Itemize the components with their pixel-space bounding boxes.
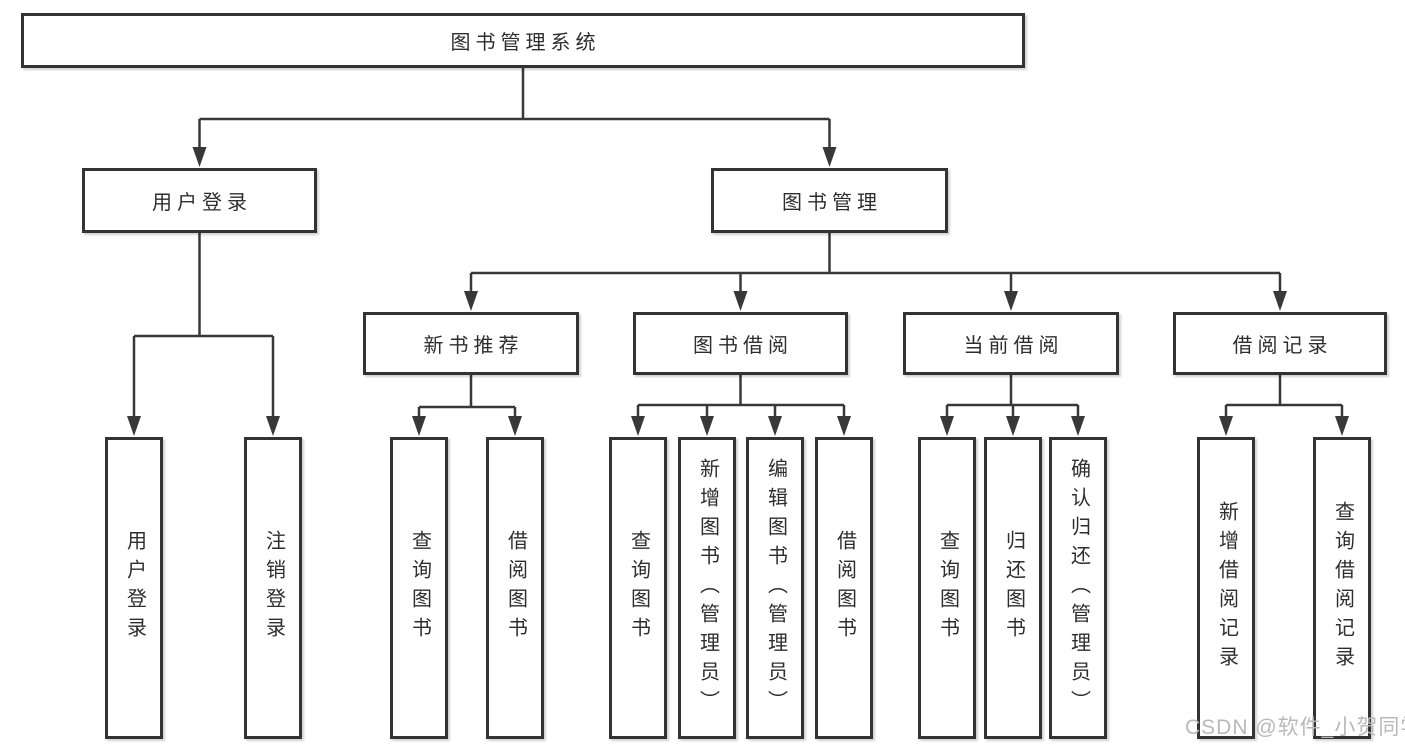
leaf-query-books-current: 查询图书 bbox=[918, 437, 976, 739]
node-book-management: 图书管理 bbox=[711, 168, 948, 233]
node-library-management-system: 图书管理系统 bbox=[21, 13, 1025, 68]
leaf-borrow-books: 借阅图书 bbox=[815, 437, 873, 739]
leaf-add-borrow-record: 新增借阅记录 bbox=[1197, 437, 1255, 739]
node-label: 用户登录 bbox=[152, 192, 252, 214]
csdn-watermark: CSDN @软件_小贺同学 bbox=[1185, 716, 1405, 739]
leaf-query-borrow-record: 查询借阅记录 bbox=[1313, 437, 1371, 739]
leaf-query-books-recommend: 查询图书 bbox=[390, 437, 448, 739]
node-current-borrowing: 当前借阅 bbox=[903, 312, 1119, 375]
node-label: 编辑图书（管理员） bbox=[764, 457, 787, 719]
node-book-borrowing: 图书借阅 bbox=[633, 312, 848, 375]
node-user-login: 用户登录 bbox=[82, 168, 317, 233]
node-label: 图书管理系统 bbox=[450, 32, 601, 54]
node-label: 查询图书 bbox=[627, 530, 650, 646]
node-label: 新增借阅记录 bbox=[1215, 501, 1238, 675]
node-label: 归还图书 bbox=[1002, 530, 1025, 646]
node-label: 图书借阅 bbox=[693, 335, 793, 357]
leaf-edit-books-admin: 编辑图书（管理员） bbox=[746, 437, 804, 739]
node-label: 新增图书（管理员） bbox=[696, 457, 719, 719]
leaf-query-books-borrow: 查询图书 bbox=[609, 437, 667, 739]
node-label: 查询图书 bbox=[408, 530, 431, 646]
leaf-add-books-admin: 新增图书（管理员） bbox=[678, 437, 736, 739]
node-label: 注销登录 bbox=[262, 530, 285, 646]
node-label: 确认归还（管理员） bbox=[1067, 457, 1090, 719]
leaf-confirm-return-admin: 确认归还（管理员） bbox=[1049, 437, 1107, 739]
leaf-logout-login: 注销登录 bbox=[244, 437, 302, 739]
node-label: 当前借阅 bbox=[963, 335, 1064, 357]
node-label: 新书推荐 bbox=[423, 335, 524, 357]
node-label: 借阅记录 bbox=[1232, 335, 1333, 357]
leaf-borrow-books-recommend: 借阅图书 bbox=[486, 437, 544, 739]
node-borrowing-records: 借阅记录 bbox=[1173, 312, 1387, 375]
node-label: 借阅图书 bbox=[833, 530, 856, 646]
leaf-user-login: 用户登录 bbox=[105, 437, 163, 739]
leaf-return-books: 归还图书 bbox=[984, 437, 1042, 739]
node-new-book-recommendation: 新书推荐 bbox=[363, 312, 579, 375]
node-label: 查询图书 bbox=[936, 530, 959, 646]
node-label: 查询借阅记录 bbox=[1331, 501, 1354, 675]
node-label: 图书管理 bbox=[782, 192, 882, 214]
node-label: 用户登录 bbox=[123, 530, 146, 646]
node-label: 借阅图书 bbox=[504, 530, 527, 646]
